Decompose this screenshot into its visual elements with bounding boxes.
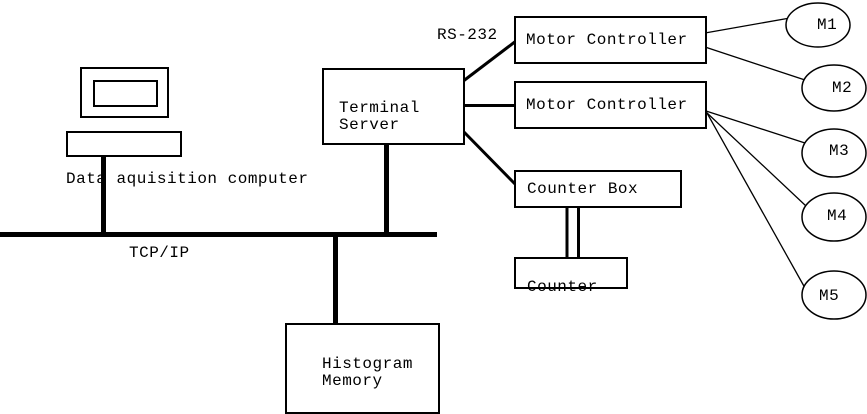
histogram-memory-box: Histogram Memory: [285, 323, 440, 414]
histogram-memory-label: Histogram Memory: [322, 355, 413, 390]
motor-controller-2-box: Motor Controller: [514, 81, 707, 129]
line-mc2-to-m5: [706, 112, 806, 289]
motor-m2-label: M2: [832, 79, 853, 97]
motor-m5-label: M5: [819, 287, 840, 305]
motor-controller-2-label: Motor Controller: [526, 95, 688, 114]
line-mc2-to-m3: [705, 110, 806, 144]
motor-m3-ellipse: [801, 128, 867, 178]
motor-m1-label: M1: [817, 16, 838, 34]
counter-box-label: Counter Box: [527, 179, 639, 198]
motor-controller-1-box: Motor Controller: [514, 16, 707, 64]
data-acquisition-computer-label: Data aquisition computer: [66, 170, 309, 188]
computer-screen-icon: [93, 80, 158, 107]
tcpip-bus-label: TCP/IP: [129, 244, 190, 262]
counter-box-box: Counter Box: [514, 170, 682, 208]
line-mc2-to-m4: [705, 111, 807, 207]
computer-keyboard-icon: [66, 131, 182, 157]
terminal-server-box: Terminal Server: [322, 68, 465, 145]
motor-m3-label: M3: [829, 142, 850, 160]
rs232-label: RS-232: [437, 26, 498, 44]
rs232-link-to-counter-box: [460, 128, 518, 187]
motor-m4-ellipse: [801, 192, 867, 242]
line-mc1-to-m1: [704, 17, 791, 34]
motor-m5-ellipse: [801, 270, 867, 320]
line-mc1-to-m2: [704, 46, 806, 81]
motor-m4-label: M4: [827, 207, 848, 225]
counter-box-small: Counter: [514, 257, 628, 296]
motor-m2-ellipse: [801, 64, 867, 112]
motor-m1-ellipse: [785, 2, 851, 48]
rs232-link-to-motor-controller-1: [461, 39, 517, 84]
counter-label: Counter: [527, 278, 598, 296]
motor-controller-1-label: Motor Controller: [526, 30, 688, 49]
terminal-server-label: Terminal Server: [339, 99, 420, 134]
